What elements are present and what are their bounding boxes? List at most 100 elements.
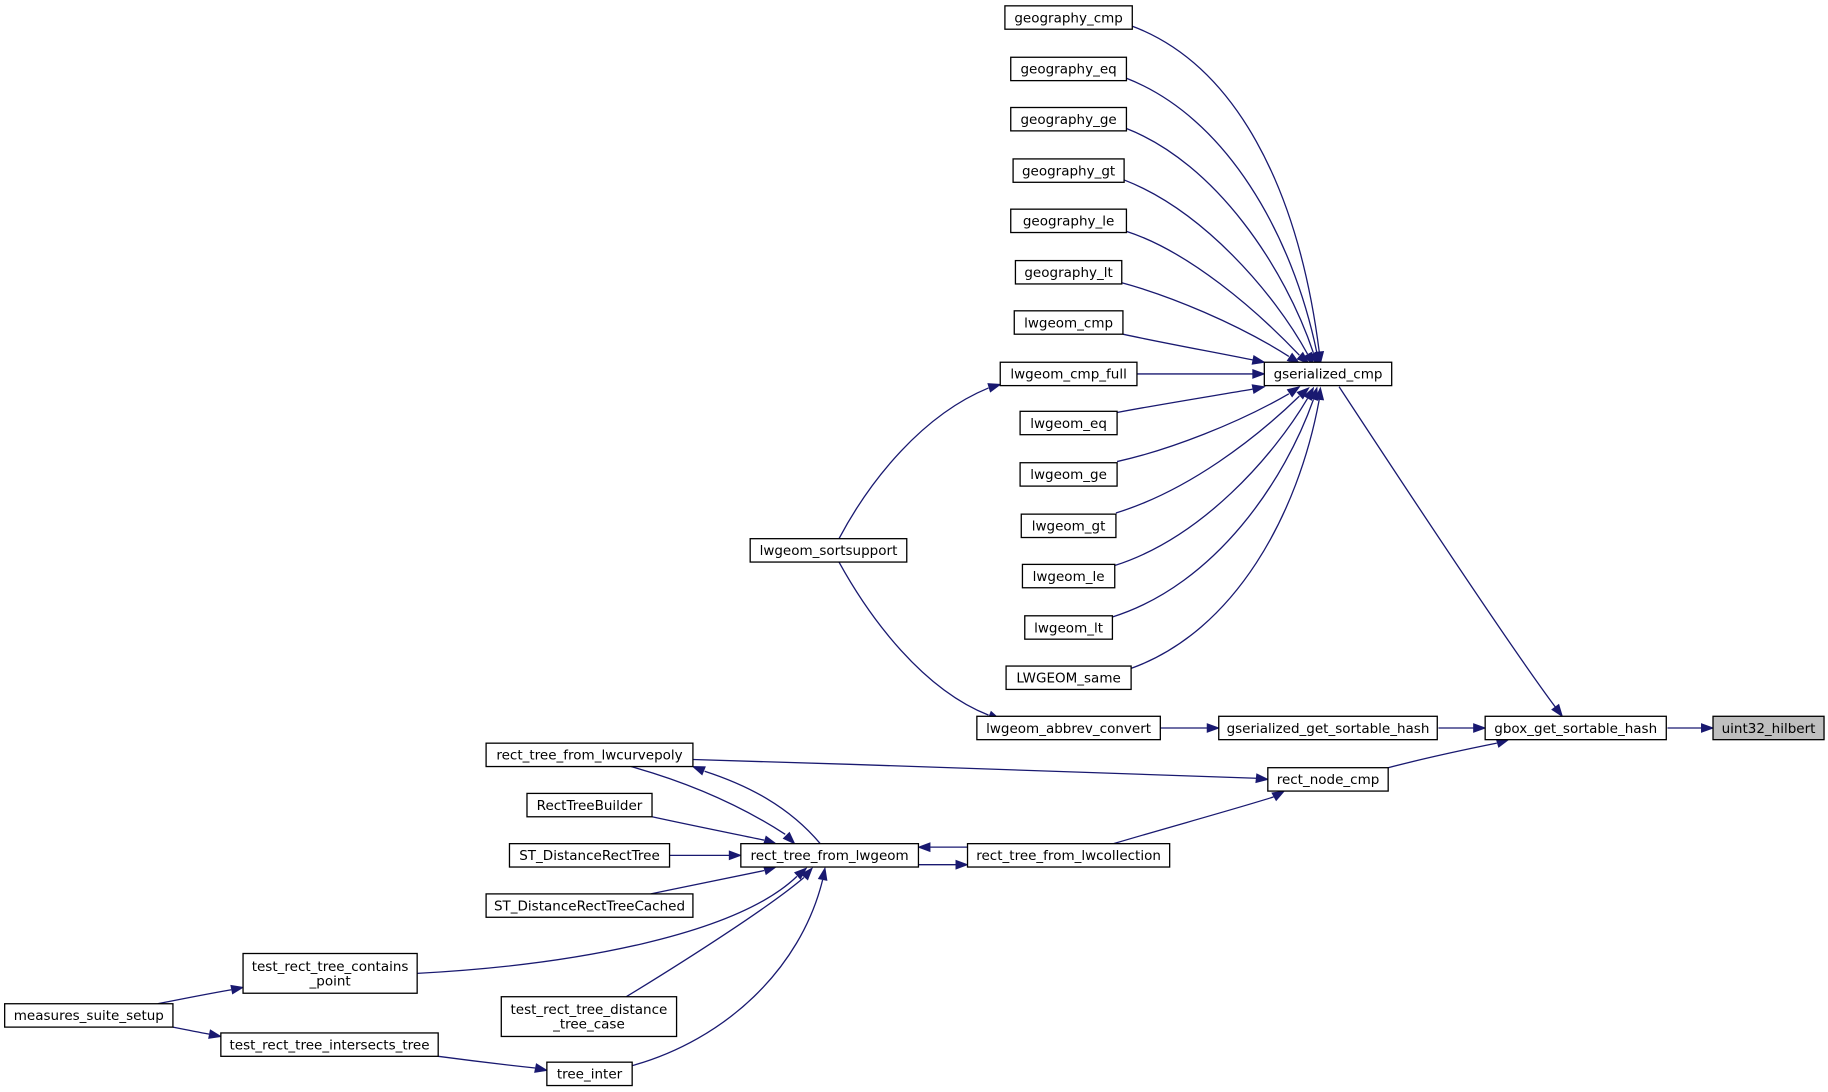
node-st-distancerecttreecached[interactable]: ST_DistanceRectTreeCached	[485, 893, 694, 918]
node-label: uint32_hilbert	[1722, 721, 1816, 737]
edge-line	[692, 758, 1257, 779]
node-box	[1020, 513, 1117, 539]
node-geography-lt[interactable]: geography_lt	[1014, 259, 1123, 285]
node-rect-tree-from-lwcollection[interactable]: rect_tree_from_lwcollection	[966, 843, 1171, 868]
node-label: geography_ge	[1020, 112, 1116, 128]
node-test-rect-tree-contains-point[interactable]: test_rect_tree_contains_point	[242, 952, 418, 994]
arrowhead-icon	[1271, 790, 1286, 802]
node-st-distancerecttree[interactable]: ST_DistanceRectTree	[508, 843, 671, 868]
node-label: lwgeom_abbrev_convert	[986, 721, 1151, 737]
node-label: test_rect_tree_distance	[511, 1002, 668, 1018]
edge-ST_DistanceRectTree-to-rect_tree_from_lwgeom	[669, 850, 743, 861]
node-gbox-get-sortable-hash[interactable]: gbox_get_sortable_hash	[1484, 715, 1667, 741]
node-box	[1712, 715, 1825, 741]
node-label: lwgeom_ge	[1030, 467, 1107, 483]
edge-lwgeom_abbrev_convert-to-gserialized_get_sortable_hash	[1160, 723, 1221, 733]
node-box	[1014, 259, 1123, 285]
edge-test_rect_tree_contains_point-to-rect_tree_from_lwgeom	[417, 867, 808, 975]
edge-geography_gt-to-gserialized_cmp	[1123, 179, 1315, 366]
edge-geography_le-to-gserialized_cmp	[1126, 230, 1310, 365]
nodes-layer: uint32_hilbert gbox_get_sortable_hash gser…	[4, 5, 1825, 1087]
node-label: gserialized_get_sortable_hash	[1227, 721, 1430, 737]
node-uint32-hilbert[interactable]: uint32_hilbert	[1712, 715, 1825, 741]
node-label: geography_lt	[1024, 265, 1112, 281]
edge-line	[1126, 230, 1300, 356]
node-lwgeom-ge[interactable]: lwgeom_ge	[1019, 462, 1118, 487]
node-box	[1267, 767, 1389, 792]
node-lwgeom-cmp-full[interactable]: lwgeom_cmp_full	[999, 361, 1138, 387]
edge-lwgeom_cmp_full-to-gserialized_cmp	[1136, 369, 1266, 379]
node-label: rect_node_cmp	[1277, 772, 1380, 788]
edge-geography_ge-to-gserialized_cmp	[1126, 127, 1319, 366]
arrowhead-icon	[817, 866, 828, 881]
node-box	[749, 538, 908, 563]
edge-line	[704, 770, 821, 845]
node-geography-ge[interactable]: geography_ge	[1010, 106, 1128, 132]
node-label: tree_inter	[557, 1067, 623, 1083]
node-rect-tree-from-lwgeom[interactable]: rect_tree_from_lwgeom	[740, 843, 920, 868]
node-geography-eq[interactable]: geography_eq	[1010, 56, 1128, 82]
edge-line	[1130, 25, 1320, 352]
edge-line	[1123, 179, 1309, 355]
node-recttreebuilder[interactable]: RectTreeBuilder	[526, 792, 653, 818]
edge-test_rect_tree_intersects_tree-to-tree_inter	[438, 1055, 549, 1073]
edge-rect_tree_from_lwcurvepoly-to-rect_node_cmp	[692, 758, 1270, 784]
node-lwgeom-same[interactable]: LWGEOM_same	[1005, 665, 1132, 691]
edge-line	[417, 875, 798, 975]
node-rect-tree-from-lwcurvepoly[interactable]: rect_tree_from_lwcurvepoly	[485, 742, 694, 768]
edge-line	[1130, 399, 1320, 669]
edge-lwgeom_sortsupport-to-lwgeom_cmp_full	[838, 383, 1002, 539]
node-lwgeom-sortsupport[interactable]: lwgeom_sortsupport	[749, 538, 908, 563]
edge-line	[1121, 282, 1290, 357]
arrowhead-icon	[1206, 723, 1221, 733]
edge-measures_suite_setup-to-test_rect_tree_contains_point	[157, 984, 245, 1005]
node-measures-suite-setup[interactable]: measures_suite_setup	[4, 1003, 174, 1028]
arrowhead-icon	[1251, 384, 1266, 394]
node-label: lwgeom_cmp_full	[1010, 367, 1127, 383]
arrowhead-icon	[230, 984, 245, 995]
edge-line	[1126, 77, 1318, 354]
edge-line	[172, 1026, 210, 1035]
arrowhead-icon	[1286, 385, 1301, 398]
edge-lwgeom_le-to-gserialized_cmp	[1114, 386, 1315, 567]
node-test-rect-tree-intersects-tree[interactable]: test_rect_tree_intersects_tree	[220, 1032, 439, 1057]
node-test-rect-tree-distance-tree-case[interactable]: test_rect_tree_distance_tree_case	[500, 996, 678, 1038]
node-box	[500, 996, 678, 1038]
node-box	[1019, 410, 1118, 436]
node-box	[546, 1061, 633, 1087]
edge-ST_DistanceRectTreeCached-to-rect_tree_from_lwgeom	[650, 865, 778, 895]
node-label: LWGEOM_same	[1016, 671, 1120, 687]
node-gserialized-get-sortable-hash[interactable]: gserialized_get_sortable_hash	[1218, 715, 1438, 741]
edge-rect_tree_from_lwgeom-to-rect_tree_from_lwcurvepoly	[691, 765, 821, 845]
edge-test_rect_tree_distance_tree_case-to-rect_tree_from_lwgeom	[625, 867, 814, 998]
node-box	[526, 792, 653, 818]
node-geography-cmp[interactable]: geography_cmp	[1004, 5, 1133, 30]
node-lwgeom-gt[interactable]: lwgeom_gt	[1020, 513, 1117, 539]
node-tree-inter[interactable]: tree_inter	[546, 1061, 633, 1087]
node-box	[1010, 56, 1128, 82]
node-gserialized-cmp[interactable]: gserialized_cmp	[1263, 361, 1393, 387]
node-label: lwgeom_gt	[1032, 519, 1106, 535]
edge-line	[631, 879, 824, 1067]
node-lwgeom-lt[interactable]: lwgeom_lt	[1024, 615, 1114, 640]
node-label: geography_gt	[1022, 163, 1115, 179]
node-box	[1010, 106, 1128, 132]
edge-line	[1113, 796, 1274, 845]
node-label: gbox_get_sortable_hash	[1494, 721, 1657, 737]
node-label: lwgeom_lt	[1034, 620, 1103, 636]
node-rect-node-cmp[interactable]: rect_node_cmp	[1267, 767, 1389, 792]
node-lwgeom-abbrev-convert[interactable]: lwgeom_abbrev_convert	[976, 715, 1161, 741]
node-label: rect_tree_from_lwgeom	[751, 848, 909, 864]
node-box	[976, 715, 1161, 741]
node-geography-gt[interactable]: geography_gt	[1012, 158, 1125, 183]
node-lwgeom-cmp[interactable]: lwgeom_cmp	[1013, 310, 1124, 335]
node-geography-le[interactable]: geography_le	[1010, 208, 1128, 234]
node-label: geography_le	[1023, 214, 1114, 230]
node-lwgeom-eq[interactable]: lwgeom_eq	[1019, 410, 1118, 436]
node-lwgeom-le[interactable]: lwgeom_le	[1021, 563, 1116, 589]
edge-line	[625, 877, 805, 998]
node-box	[1010, 208, 1128, 234]
edge-line	[1112, 399, 1315, 618]
edge-lwgeom_cmp-to-gserialized_cmp	[1122, 333, 1266, 365]
node-label: geography_eq	[1020, 62, 1116, 78]
